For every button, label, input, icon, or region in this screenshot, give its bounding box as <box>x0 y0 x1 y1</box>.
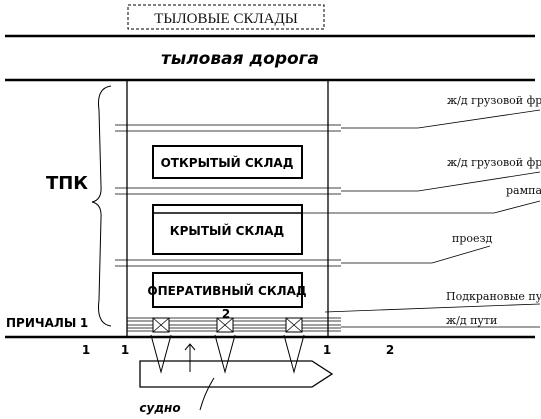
road-label: тыловая дорога <box>161 49 319 69</box>
leader-crane-tracks <box>324 303 541 313</box>
crane-3 <box>283 317 305 374</box>
direction-arrow <box>184 343 196 372</box>
crane-number-2: 2 <box>222 307 230 321</box>
leader-ramp-b <box>493 200 541 214</box>
crane-1 <box>150 317 172 374</box>
berth-number-left-1: 1 <box>82 343 90 357</box>
rail-tracks-label: ж/д пути <box>446 314 497 327</box>
ship-pointer <box>199 377 215 411</box>
open-warehouse-box <box>152 145 303 179</box>
rail-track-3 <box>115 259 341 267</box>
operative-warehouse-box <box>152 272 303 308</box>
ship-label: судно <box>139 401 180 415</box>
leader-rail-front-2b <box>417 171 541 192</box>
ramp-label: рампа <box>506 184 541 197</box>
berth-number-1: 1 <box>80 316 88 330</box>
title-label: ТЫЛОВЫЕ СКЛАДЫ <box>154 11 298 27</box>
open-warehouse-label: ОТКРЫТЫЙ СКЛАД <box>161 155 294 170</box>
leader-passage-b <box>431 245 491 264</box>
tpk-label: ТПК <box>46 173 88 194</box>
rail-front-label-2: ж/д грузовой фронт <box>447 156 541 169</box>
berth-number-right-1: 1 <box>323 343 331 357</box>
crane-tracks-label: Подкрановые пути <box>446 290 541 303</box>
rail-track-2 <box>115 187 341 195</box>
passage-label: проезд <box>452 232 493 245</box>
berth-number-mid-1: 1 <box>121 343 129 357</box>
crane-2 <box>214 317 236 374</box>
covered-warehouse-label: КРЫТЫЙ СКЛАД <box>170 223 284 238</box>
title-box <box>127 4 325 30</box>
leader-rail-front-1b <box>417 109 541 129</box>
rail-track-1 <box>115 124 341 132</box>
berth-number-right-2: 2 <box>386 343 394 357</box>
rail-front-label-1: ж/д грузовой фронт <box>447 94 541 107</box>
berths-label: ПРИЧАЛЫ <box>6 316 76 330</box>
ship-shape <box>139 360 334 388</box>
tpk-brace <box>91 85 112 327</box>
operative-warehouse-label: ОПЕРАТИВНЫЙ СКЛАД <box>147 283 306 298</box>
